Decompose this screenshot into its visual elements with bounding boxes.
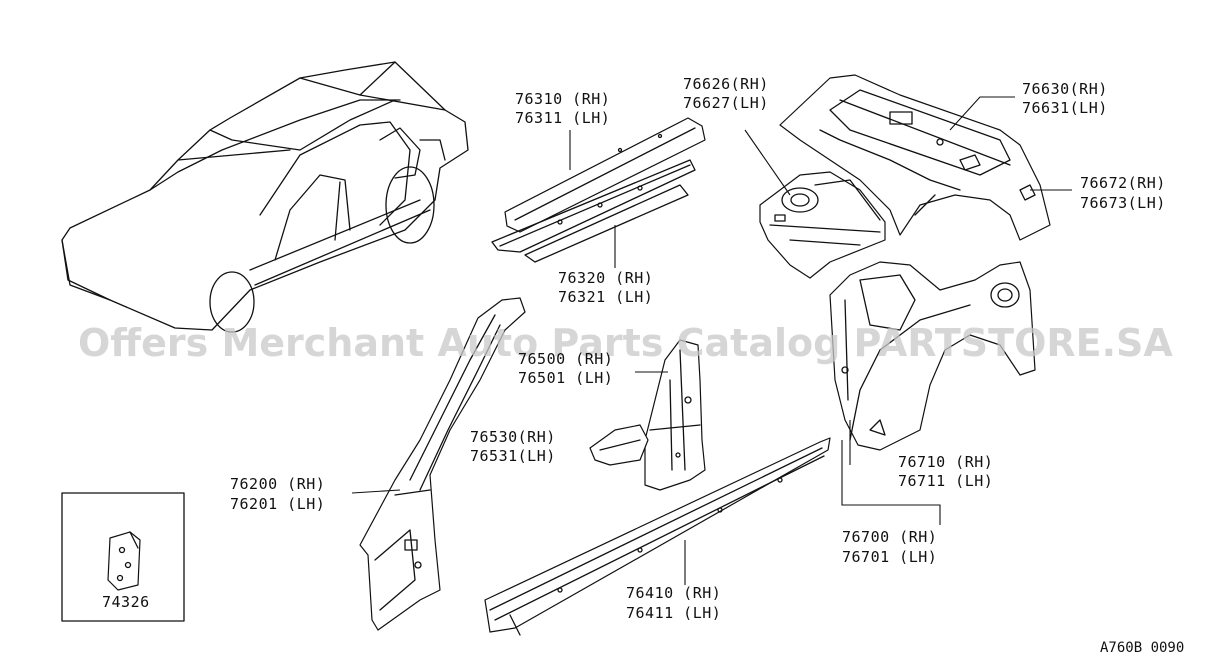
callout-76627: 76627(LH) xyxy=(683,94,769,112)
diagram-code: A760B 0090 xyxy=(1100,640,1184,656)
callout-76500: 76500 (RH) xyxy=(518,350,613,368)
rear-floor-panel-part xyxy=(759,171,886,279)
callout-76630: 76630(RH) xyxy=(1022,80,1108,98)
callout-76201: 76201 (LH) xyxy=(230,495,325,513)
inset-box xyxy=(61,492,185,622)
callout-76410: 76410 (RH) xyxy=(626,584,721,602)
center-pillar-part xyxy=(644,339,706,491)
callout-76711: 76711 (LH) xyxy=(898,472,993,490)
wheel-house-part xyxy=(829,261,1036,451)
callout-76321: 76321 (LH) xyxy=(558,288,653,306)
roof-rail-part xyxy=(491,117,706,263)
car-body-overview xyxy=(61,61,469,333)
callout-76320: 76320 (RH) xyxy=(558,269,653,287)
leader-76626 xyxy=(744,129,791,196)
side-sill-part xyxy=(484,437,831,636)
callout-76200: 76200 (RH) xyxy=(230,475,325,493)
callout-76700: 76700 (RH) xyxy=(842,528,937,546)
callout-76501: 76501 (LH) xyxy=(518,369,613,387)
callout-76701: 76701 (LH) xyxy=(842,548,937,566)
callout-76672: 76672(RH) xyxy=(1080,174,1166,192)
leader-76200 xyxy=(351,489,401,494)
front-pillar-part xyxy=(359,297,526,631)
watermark-text: Offers Merchant Auto Parts Catalog PARTS… xyxy=(78,321,1173,365)
callout-74326: 74326 xyxy=(102,593,150,611)
leader-76630 xyxy=(949,96,1015,131)
callout-76411: 76411 (LH) xyxy=(626,604,721,622)
callout-76531: 76531(LH) xyxy=(470,447,556,465)
leader-76700 xyxy=(841,440,941,525)
callout-76530: 76530(RH) xyxy=(470,428,556,446)
rear-panel-assembly-part xyxy=(779,74,1051,241)
callout-76631: 76631(LH) xyxy=(1022,99,1108,117)
callout-76310: 76310 (RH) xyxy=(515,90,610,108)
callout-76311: 76311 (LH) xyxy=(515,109,610,127)
callout-76626: 76626(RH) xyxy=(683,75,769,93)
center-pillar-reinforcement-part xyxy=(589,424,649,466)
callout-76673: 76673(LH) xyxy=(1080,194,1166,212)
callout-76710: 76710 (RH) xyxy=(898,453,993,471)
